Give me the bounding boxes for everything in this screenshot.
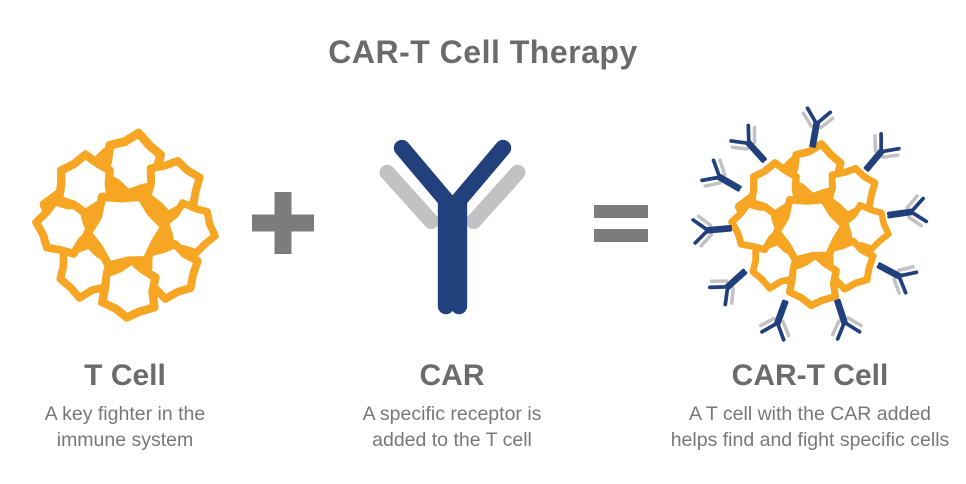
car-figure (371, 97, 534, 349)
diagram-row: T Cell A key fighter in the immune syste… (0, 97, 966, 454)
t-cell-icon (23, 121, 228, 326)
plus-operator (250, 97, 316, 349)
t-cell-label: T Cell (84, 359, 166, 392)
equals-icon (594, 204, 648, 242)
car-t-cell-icon (677, 90, 943, 356)
car-antibody-icon (371, 125, 534, 321)
t-cell-column: T Cell A key fighter in the immune syste… (0, 97, 250, 454)
equals-operator (588, 97, 654, 349)
car-t-cell-caption: A T cell with the CAR added helps find a… (670, 403, 950, 451)
plus-icon (252, 192, 314, 254)
equals-bar-top (594, 204, 648, 218)
antibody-shape (387, 148, 517, 306)
cell-with-receptors (693, 108, 927, 341)
car-t-cell-label: CAR-T Cell (731, 359, 889, 392)
car-caption: A specific receptor is added to the T ce… (362, 403, 542, 451)
car-column: CAR A specific receptor is added to the … (316, 97, 588, 454)
cart-infographic: CAR-T Cell Therapy T Cell A key fighter … (0, 34, 966, 484)
equals-bar-bottom (594, 228, 648, 242)
car-t-cell-column: CAR-T Cell A T cell with the CAR added h… (654, 97, 966, 454)
car-t-cell-figure (677, 97, 943, 349)
car-label: CAR (419, 359, 485, 392)
t-cell-caption: A key fighter in the immune system (44, 403, 206, 451)
t-cell-figure (23, 97, 228, 349)
cell-body (26, 128, 218, 326)
page-title: CAR-T Cell Therapy (328, 34, 638, 70)
